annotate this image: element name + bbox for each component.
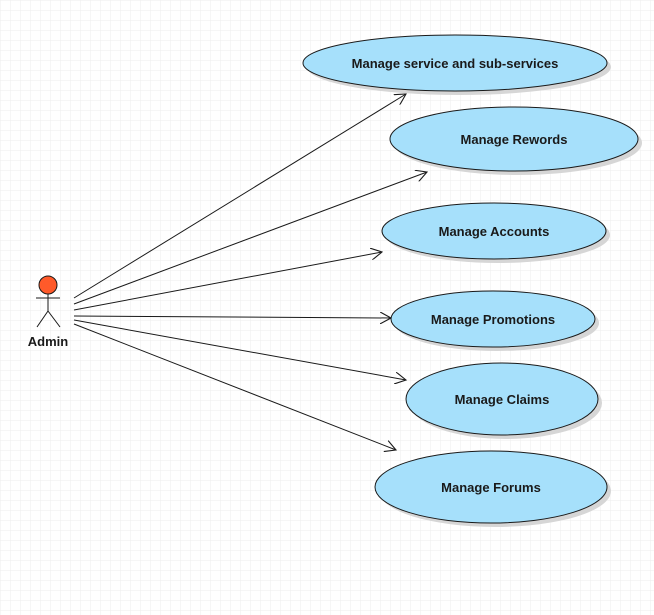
use-case-label: Manage service and sub-services [352, 56, 559, 71]
actor-label: Admin [28, 334, 69, 349]
actor-admin[interactable]: Admin [28, 275, 69, 349]
associations [73, 94, 427, 450]
use-case-label: Manage Rewords [461, 132, 568, 147]
use-case-manage-accounts[interactable]: Manage Accounts [381, 202, 610, 263]
use-case-ellipse[interactable] [405, 362, 599, 436]
use-case-label: Manage Claims [455, 392, 550, 407]
actor-head-icon [38, 275, 58, 295]
use-case-manage-rewords[interactable]: Manage Rewords [389, 106, 642, 175]
association-line[interactable] [73, 319, 406, 380]
use-case-label: Manage Forums [441, 480, 541, 495]
use-case-label: Manage Accounts [439, 224, 550, 239]
use-case-ellipse[interactable] [381, 202, 607, 260]
use-case-manage-service[interactable]: Manage service and sub-services [302, 34, 611, 95]
association-line[interactable] [73, 323, 396, 450]
use-case-ellipse[interactable] [389, 106, 639, 172]
use-case-ellipse[interactable] [374, 450, 608, 524]
use-case-ellipse[interactable] [302, 34, 608, 92]
use-case-manage-claims[interactable]: Manage Claims [405, 362, 602, 439]
actor-left-leg [36, 310, 49, 328]
association-line[interactable] [73, 316, 391, 318]
use-case-manage-forums[interactable]: Manage Forums [374, 450, 611, 527]
actor-right-leg [47, 310, 61, 328]
association-line[interactable] [73, 252, 382, 311]
use-case-ellipse[interactable] [390, 290, 596, 348]
association-line[interactable] [73, 172, 427, 305]
use-case-label: Manage Promotions [431, 312, 555, 327]
use-case-manage-promotions[interactable]: Manage Promotions [390, 290, 599, 351]
association-line[interactable] [73, 94, 406, 299]
